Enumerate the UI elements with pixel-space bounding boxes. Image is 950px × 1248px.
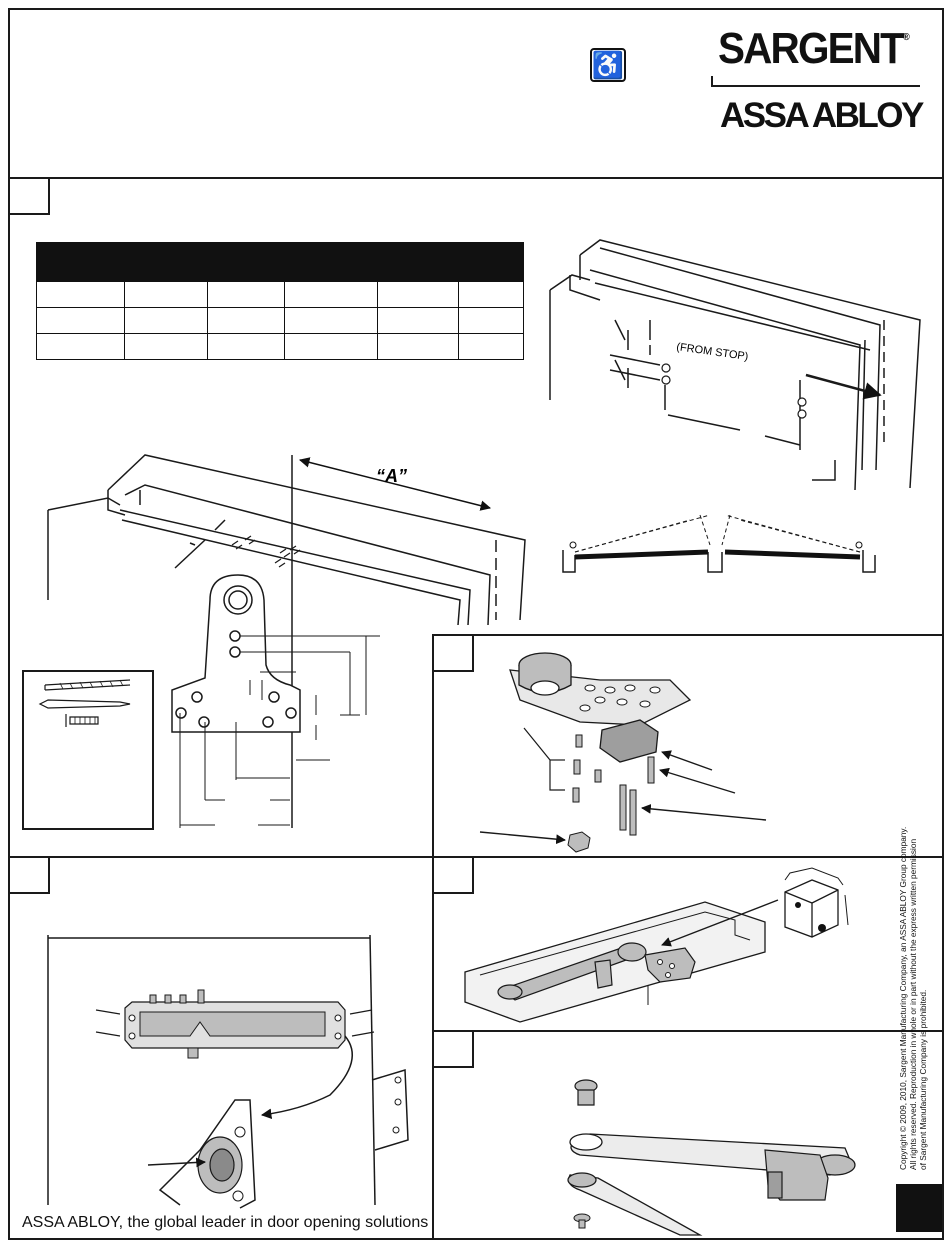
panel-divider-h-mid [8, 856, 944, 858]
step-2-marker [434, 636, 474, 672]
frame-stop-diagram: (FROM STOP) [549, 239, 921, 491]
door-swing-diagram [562, 514, 876, 573]
page-border [8, 8, 944, 1240]
table-header-row [36, 242, 524, 282]
step-1-marker [10, 179, 50, 215]
wheelchair-icon: ♿ [590, 48, 626, 82]
step-3-marker [10, 858, 50, 894]
panel-divider-h-lower [432, 1030, 944, 1032]
table-row [36, 281, 524, 308]
bracket-parts-diagram [479, 652, 767, 853]
step-5-marker [434, 1032, 474, 1068]
dimension-a-label: “A” [376, 466, 407, 486]
sargent-logo: SARGENT® [718, 24, 910, 73]
copyright-notice: Copyright © 2009, 2010, Sargent Manufact… [898, 826, 928, 1170]
frame-bracket-diagram: “A” [47, 454, 526, 828]
screw-inset-box [22, 670, 154, 830]
step-4-marker [434, 858, 474, 894]
panel-divider-h-right [432, 634, 944, 636]
footer-tagline: ASSA ABLOY, the global leader in door op… [22, 1214, 429, 1231]
arm-install-diagram [464, 867, 849, 1023]
panel-divider-v [432, 634, 434, 1240]
spec-table [36, 242, 524, 360]
table-row [36, 307, 524, 334]
logo-bracket [711, 76, 920, 87]
header-divider [8, 177, 944, 179]
screws-illustration [38, 679, 131, 727]
assa-abloy-logo: ASSA ABLOY [720, 96, 924, 135]
table-row [36, 333, 524, 360]
corner-block [896, 1184, 942, 1232]
